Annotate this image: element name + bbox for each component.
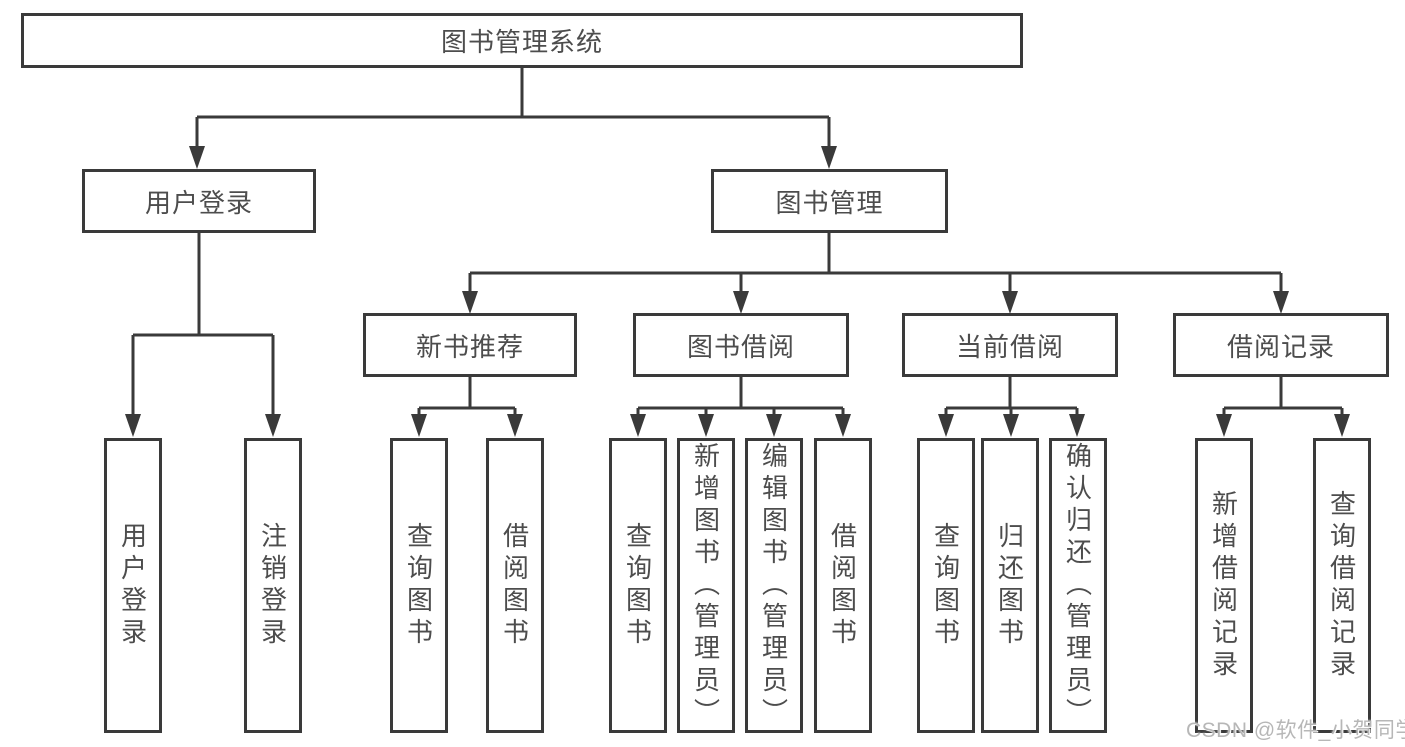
leaf-logout-login: 注销登录 [244,438,302,733]
node-current-borrow: 当前借阅 [902,313,1118,377]
leaf-return-books-label: 归还图书 [994,521,1025,650]
node-user-login-label: 用户登录 [144,187,253,218]
leaf-query-books-recommend: 查询图书 [390,438,448,733]
leaf-add-borrow-record-label: 新增借阅记录 [1208,489,1239,682]
branch-borrow-records [1222,377,1344,415]
branch-current-borrow [944,377,1079,415]
node-borrow-records-label: 借阅记录 [1226,331,1335,362]
node-book-borrow: 图书借阅 [633,313,849,377]
leaf-query-books-current: 查询图书 [917,438,975,733]
leaf-query-borrow-record-label: 查询借阅记录 [1326,489,1357,682]
leaf-add-books-admin: 新增图书（管理员） [677,438,735,733]
branch-root [195,68,831,146]
node-new-book-recommend-label: 新书推荐 [415,331,524,362]
leaf-add-books-admin-label: 新增图书（管理员） [690,441,721,730]
leaf-query-books-borrow: 查询图书 [609,438,667,733]
leaf-query-books-current-label: 查询图书 [930,521,961,650]
watermark: CSDN @软件_小贺同学 [1186,719,1405,742]
node-book-management: 图书管理 [711,169,948,233]
branch-book-borrow [636,377,845,415]
node-current-borrow-label: 当前借阅 [955,331,1064,362]
leaf-borrow-books-recommend-label: 借阅图书 [499,521,530,650]
leaf-query-books-borrow-label: 查询图书 [622,521,653,650]
branch-new-book-recommend [417,377,517,415]
node-root: 图书管理系统 [21,13,1023,68]
node-new-book-recommend: 新书推荐 [363,313,577,377]
leaf-user-login-label: 用户登录 [117,521,148,650]
leaf-borrow-books-recommend: 借阅图书 [486,438,544,733]
node-root-label: 图书管理系统 [440,27,603,57]
leaf-logout-login-label: 注销登录 [257,521,288,650]
leaf-edit-books-admin: 编辑图书（管理员） [745,438,803,733]
leaf-edit-books-admin-label: 编辑图书（管理员） [758,441,789,730]
leaf-query-books-recommend-label: 查询图书 [403,521,434,650]
node-book-management-label: 图书管理 [775,187,884,218]
leaf-return-books: 归还图书 [981,438,1039,733]
leaf-confirm-return-admin: 确认归还（管理员） [1049,438,1107,733]
node-book-borrow-label: 图书借阅 [686,331,795,362]
branch-book-management [468,233,1283,292]
node-borrow-records: 借阅记录 [1173,313,1389,377]
leaf-query-borrow-record: 查询借阅记录 [1313,438,1371,733]
leaf-borrow-books: 借阅图书 [814,438,872,733]
node-user-login: 用户登录 [82,169,316,233]
leaf-confirm-return-admin-label: 确认归还（管理员） [1062,441,1093,730]
leaf-add-borrow-record: 新增借阅记录 [1195,438,1253,733]
leaf-user-login: 用户登录 [104,438,162,733]
leaf-borrow-books-label: 借阅图书 [827,521,858,650]
branch-user-login [131,233,275,415]
